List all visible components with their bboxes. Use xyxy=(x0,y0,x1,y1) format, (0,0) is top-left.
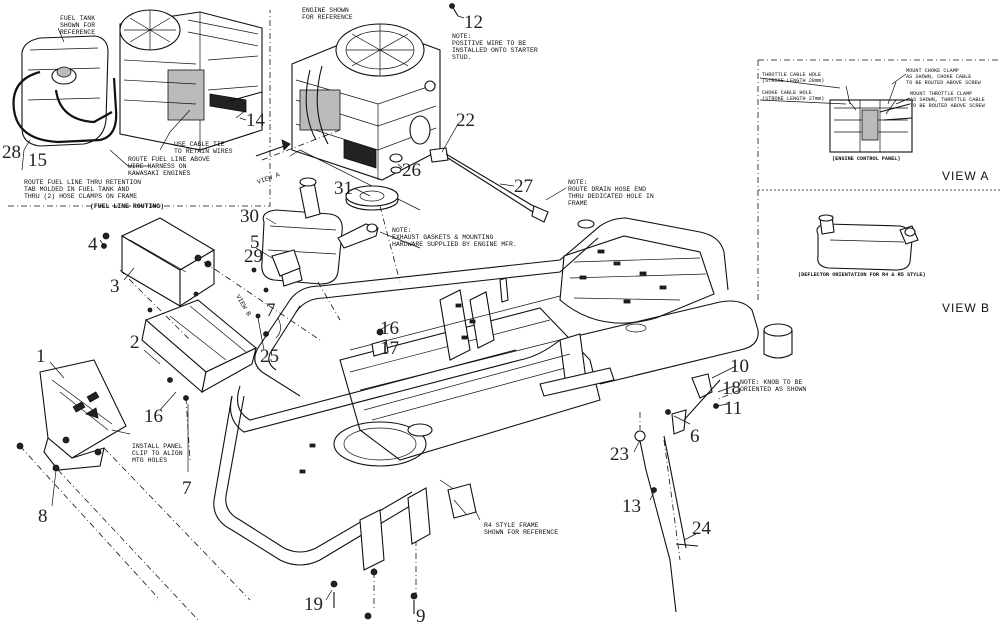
callout-numbers: 1 2 3 4 5 6 7 7 8 9 10 11 12 13 14 15 16… xyxy=(2,12,749,622)
callout-8: 8 xyxy=(38,506,48,527)
engine-control-panel xyxy=(829,81,913,153)
deflector-caption: (DEFLECTOR ORIENTATION FOR R4 & R5 STYLE… xyxy=(798,272,926,278)
note-cable-tie: USE CABLE TIE TO RETAIN WIRES xyxy=(174,141,233,155)
callout-9: 9 xyxy=(416,606,426,622)
callout-30: 30 xyxy=(240,206,259,227)
callout-1: 1 xyxy=(36,346,46,367)
view-a-inset xyxy=(757,59,1000,300)
note-engine-shown: ENGINE SHOWN FOR REFERENCE xyxy=(302,7,353,21)
callout-5: 5 xyxy=(250,232,260,253)
callout-26: 26 xyxy=(402,160,421,181)
note-r4-frame: R4 STYLE FRAME SHOWN FOR REFERENCE xyxy=(484,522,558,536)
small-hardware xyxy=(101,243,721,620)
callout-24: 24 xyxy=(692,518,712,539)
note-install-panel: INSTALL PANEL CLIP TO ALIGN MTG HOLES xyxy=(132,443,187,464)
callout-22: 22 xyxy=(456,110,475,131)
callout-12: 12 xyxy=(464,12,483,33)
note-throttle-hole: THROTTLE CABLE HOLE (STROKE LENGTH 28mm) xyxy=(762,72,824,84)
drain-hose-parts xyxy=(289,147,549,223)
callout-6: 6 xyxy=(690,426,700,447)
inset-engine xyxy=(119,9,263,151)
callout-19: 19 xyxy=(304,594,323,615)
note-route-above: ROUTE FUEL LINE ABOVE WIRE HARNESS ON KA… xyxy=(128,156,214,177)
note-drain-hose: NOTE: ROUTE DRAIN HOSE END THRU DEDICATE… xyxy=(568,179,658,207)
note-mount-throttle: MOUNT THROTTLE CLAMP AS SHOWN, THROTTLE … xyxy=(910,91,988,109)
panel-1 xyxy=(16,359,127,472)
callout-27: 27 xyxy=(514,176,533,197)
note-positive-wire: NOTE: POSITIVE WIRE TO BE INSTALLED ONTO… xyxy=(452,33,542,61)
assembly-guide-lines xyxy=(19,129,741,622)
callout-10: 10 xyxy=(730,356,749,377)
note-choke-hole: CHOKE CABLE HOLE (STROKE LENGTH 27mm) xyxy=(762,90,824,102)
callout-18: 18 xyxy=(722,378,741,399)
fuel-line-routing-inset xyxy=(8,9,271,207)
note-fuel-tank: FUEL TANK SHOWN FOR REFERENCE xyxy=(60,15,99,36)
callout-7a: 7 xyxy=(266,300,276,321)
engine-assembly xyxy=(291,23,441,181)
callout-3: 3 xyxy=(110,276,120,297)
view-b-label-small: VIEW B xyxy=(234,294,252,318)
callout-17: 17 xyxy=(380,338,399,359)
callout-11: 11 xyxy=(724,398,742,419)
main-frame xyxy=(213,217,793,571)
callout-13: 13 xyxy=(622,496,641,517)
callout-31: 31 xyxy=(334,178,353,199)
pulley-31 xyxy=(345,185,399,211)
notes: FUEL TANK SHOWN FOR REFERENCE USE CABLE … xyxy=(24,7,990,536)
view-a-label-small: VIEW A xyxy=(256,171,280,186)
engine-control-panel-caption: (ENGINE CONTROL PANEL) xyxy=(832,156,901,162)
view-a-title: VIEW A xyxy=(942,169,989,183)
callout-23: 23 xyxy=(610,444,629,465)
view-b-inset xyxy=(816,214,919,271)
note-knob: NOTE: KNOB TO BE ORIENTED AS SHOWN xyxy=(740,379,806,393)
note-route-thru: ROUTE FUEL LINE THRU RETENTION TAB MOLDE… xyxy=(24,179,145,200)
callout-28: 28 xyxy=(2,142,21,163)
callout-14: 14 xyxy=(246,110,266,131)
callout-leaders xyxy=(49,15,911,601)
callout-4: 4 xyxy=(88,234,98,255)
view-b-title: VIEW B xyxy=(942,301,990,315)
callout-29: 29 xyxy=(244,246,263,267)
callout-15: 15 xyxy=(28,150,47,171)
callout-16b: 16 xyxy=(144,406,163,427)
callout-16a: 16 xyxy=(380,318,399,339)
note-exhaust: NOTE: EXHAUST GASKETS & MOUNTING HARDWAR… xyxy=(392,227,517,248)
fuel-line-routing-caption: (FUEL LINE ROUTING) xyxy=(90,203,164,210)
battery-3 xyxy=(102,217,216,308)
bolt-12 xyxy=(449,3,459,17)
callout-2: 2 xyxy=(130,332,140,353)
note-mount-choke: MOUNT CHOKE CLAMP AS SHOWN, CHOKE CABLE … xyxy=(906,68,982,86)
battery-tray-2 xyxy=(141,299,269,401)
callout-7b: 7 xyxy=(182,478,192,499)
callout-25: 25 xyxy=(260,346,279,367)
